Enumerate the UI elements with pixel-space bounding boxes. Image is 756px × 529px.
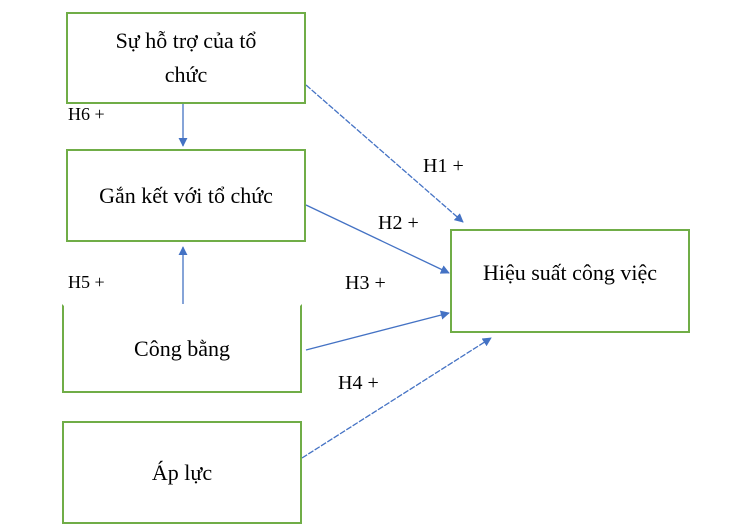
label-h4: H4 + bbox=[338, 372, 379, 394]
node-pressure: Áp lực bbox=[62, 421, 302, 524]
node-job-performance: Hiệu suất công việc bbox=[450, 229, 690, 333]
node-pressure-label: Áp lực bbox=[151, 459, 213, 485]
arrow-h3 bbox=[305, 310, 450, 351]
label-h3: H3 + bbox=[345, 272, 386, 294]
label-h5: H5 + bbox=[68, 272, 105, 292]
label-h6: H6 + bbox=[68, 104, 105, 124]
label-h2: H2 + bbox=[378, 212, 419, 234]
node-fairness-label: Công bằng bbox=[134, 335, 230, 361]
arrow-h1 bbox=[305, 84, 464, 223]
node-organizational-support: Sự hỗ trợ của tổ chức bbox=[66, 12, 306, 104]
node-organizational-commitment-label: Gắn kết với tổ chức bbox=[99, 182, 273, 208]
node-fairness: Công bằng bbox=[62, 304, 302, 393]
node-organizational-commitment: Gắn kết với tổ chức bbox=[66, 149, 306, 242]
node-job-performance-label: Hiệu suất công việc bbox=[482, 260, 658, 285]
arrow-h4 bbox=[301, 337, 492, 459]
arrow-h2 bbox=[305, 204, 450, 274]
label-h1: H1 + bbox=[423, 155, 464, 177]
node-organizational-support-label: Sự hỗ trợ của tổ chức bbox=[115, 28, 257, 87]
